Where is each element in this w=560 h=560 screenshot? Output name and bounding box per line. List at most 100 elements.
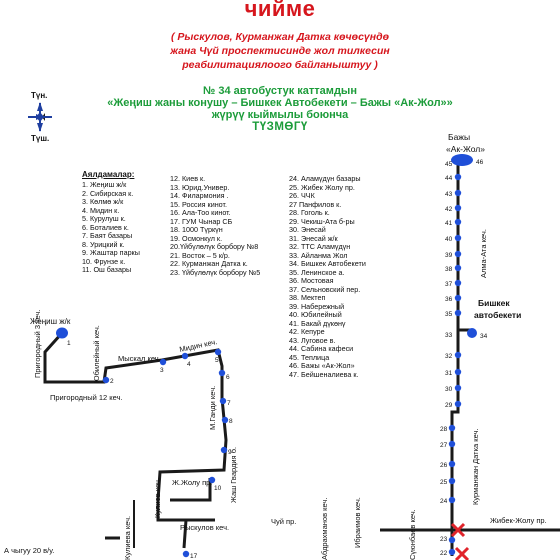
stop-number: 8	[229, 418, 233, 425]
route-line-4: ТҮЗМӨГҮ	[252, 121, 308, 133]
stop-list-item: 15. Россия кинот.	[170, 199, 228, 209]
stop-list-item: 31. Энесай ж/к	[289, 233, 338, 243]
stop-number: 32	[445, 353, 453, 360]
stop-list-item: 35. Ленинское а.	[289, 267, 345, 277]
stop-list-item: 2. Сибирская к.	[82, 188, 134, 198]
stop-list-item: 11. Ош базары	[82, 265, 132, 274]
stop-list-item: 33. Айланма Жол	[289, 250, 348, 260]
stop-list-item: 5. Курулуш к.	[82, 214, 126, 223]
stop-list-item: 23. Үйбүлөлүк борбору №5	[170, 267, 261, 277]
schema-title: чийме	[244, 0, 316, 21]
stop-number: 43	[445, 191, 453, 198]
stop-number: 37	[445, 281, 453, 288]
stop-number: 27	[440, 442, 448, 449]
start-stop-label: Жеңиш ж/к	[30, 317, 71, 326]
stop-list-item: 13. Юрид.Универ.	[170, 182, 230, 192]
stop-number: 23	[440, 536, 448, 543]
stop-number: 34	[480, 333, 488, 340]
stop-list-item: 29. Чекиш-Ата б-ры	[289, 216, 355, 226]
street-kulieva: Кулиева кеч.	[123, 516, 132, 560]
station-label-1: Бишкек	[478, 298, 510, 308]
route-line-1: № 34 автобустук каттамдын	[203, 85, 357, 97]
street-yubileyny: Юбилейный кеч.	[92, 325, 101, 383]
street-zh-zholu: Ж.Жолу пр.	[172, 478, 212, 487]
stop-number: 7	[227, 400, 231, 407]
subtitle-line-1: ( Рыскулов, Курманжан Датка көчөсүндө	[171, 31, 389, 43]
stop-number: 5	[215, 357, 219, 364]
stop-number: 4	[187, 361, 191, 368]
stop-number: 35	[445, 311, 453, 318]
stop-list-item: 32. ТТС Аламүдүн	[289, 242, 351, 251]
stop-number: 6	[226, 374, 230, 381]
stop-list-item: 40. Юбилейный	[289, 310, 342, 319]
stop-number: 24	[440, 498, 448, 505]
street-mgandi: М.Ганди кеч.	[208, 386, 217, 430]
stop-list-item: 19. Осмонкул к.	[170, 233, 223, 243]
street-ryskulov: Рыскулов кеч.	[180, 523, 229, 532]
end-stop-label-2: «Ак-Жол»	[446, 144, 485, 154]
stop-list-item: 20.Үйбүлөлүк борбору №8	[170, 242, 259, 251]
stop-list-item: 17. ГУМ Чынар СБ	[170, 216, 233, 226]
compass-south: Түш.	[31, 134, 49, 143]
left-stop-dots	[56, 327, 229, 558]
stop-list-item: 47. Бейшеналиева к.	[289, 369, 359, 379]
stop-number: 10	[214, 485, 222, 492]
stop-list-item: 39. Набережный	[289, 301, 345, 311]
stop-number: 33	[445, 332, 453, 339]
stop-number: 40	[445, 236, 453, 243]
stop-number: 3	[160, 367, 164, 374]
stop-number: 30	[445, 386, 453, 393]
street-abdrakhmanov: Абдрахманов кеч.	[320, 498, 329, 560]
stop-list-item: 30. Энесай	[289, 225, 326, 234]
subtitle-line-2: жана Чүй проспектисинде жол тилкесин	[170, 45, 390, 57]
stop-number: 1	[67, 340, 71, 347]
stop-number: 45	[445, 161, 453, 168]
stop-list-item: 28. Гоголь к.	[289, 208, 330, 217]
stop-list-item: 37. Сельновский пер.	[289, 284, 361, 294]
stop-list-item: 10. Фрунзе к.	[82, 256, 126, 266]
end-stop-label-1: Бажы	[448, 132, 470, 142]
street-prigorodny-3: Пригородный 3 кеч.	[33, 310, 42, 378]
stop-number: 36	[445, 296, 453, 303]
stop-number: 25	[440, 479, 448, 486]
stop-list-item: 44. Сабина кафеси	[289, 344, 354, 353]
street-kurmanzhan-datka: Курманжан Датка кеч.	[471, 428, 480, 505]
stop-number: 41	[445, 220, 453, 227]
street-ibraimov: Ибраимов кеч.	[353, 497, 362, 548]
stop-number: 46	[476, 159, 484, 166]
stop-list-item: 24. Аламүдүн базары	[289, 174, 361, 183]
route-line-3: жүрүү кыймылы боюнча	[211, 109, 349, 121]
stop-list-item: 45. Теплица	[289, 352, 330, 362]
stop-number: 38	[445, 266, 453, 273]
stop-list-item: 22. Курманжан Датка к.	[170, 259, 248, 268]
street-prigorodny-12: Пригородный 12 кеч.	[50, 393, 123, 402]
street-chuy: Чуй пр.	[271, 517, 296, 526]
street-myskal: Мыскал кеч.	[118, 354, 161, 363]
stop-list-item: 43. Луговое в.	[289, 335, 336, 345]
stop-list-item: 1. Жеңиш ж/к	[82, 180, 127, 189]
stop-number: 9	[228, 449, 232, 456]
street-kuliev: Кулиев кеч.	[153, 478, 162, 518]
stop-number: 28	[440, 426, 448, 433]
stop-list-item: 3. Көлмө ж/к	[82, 197, 124, 206]
stop-number: 29	[445, 402, 453, 409]
stops-column-2: 12. Киев к.13. Юрид.Универ.14. Филармони…	[170, 174, 261, 277]
stop-list-item: 21. Восток – 5 к/р.	[170, 250, 230, 260]
stop-list-item: 8. Урицкий к.	[82, 239, 125, 249]
right-stop-dots	[448, 154, 477, 556]
street-alma-ata: Алма-Ата кеч.	[479, 229, 488, 278]
stop-number: 2	[110, 378, 114, 385]
stop-list-item: 12. Киев к.	[170, 174, 206, 183]
stop-list-item: 16. Ала-Тоо кинот.	[170, 208, 231, 217]
station-label-2: автобекети	[474, 310, 521, 320]
street-zhibek-zholu: Жибек-Жолу пр.	[490, 516, 547, 525]
street-zhash-gvardiya: Жаш Гвардия б.	[229, 447, 238, 503]
stop-list-item: 46. Бажы «Ак-Жол»	[289, 361, 355, 370]
right-stop-numbers: 22 23 24 25 26 27 28 29 30 31 32 33 34 3…	[440, 159, 488, 557]
stop-list-item: 7. Баят базары	[82, 231, 133, 240]
stop-list-item: 34. Бишкек Автобекети	[289, 259, 366, 268]
stop-list-item: 6. Боталиев к.	[82, 222, 129, 232]
